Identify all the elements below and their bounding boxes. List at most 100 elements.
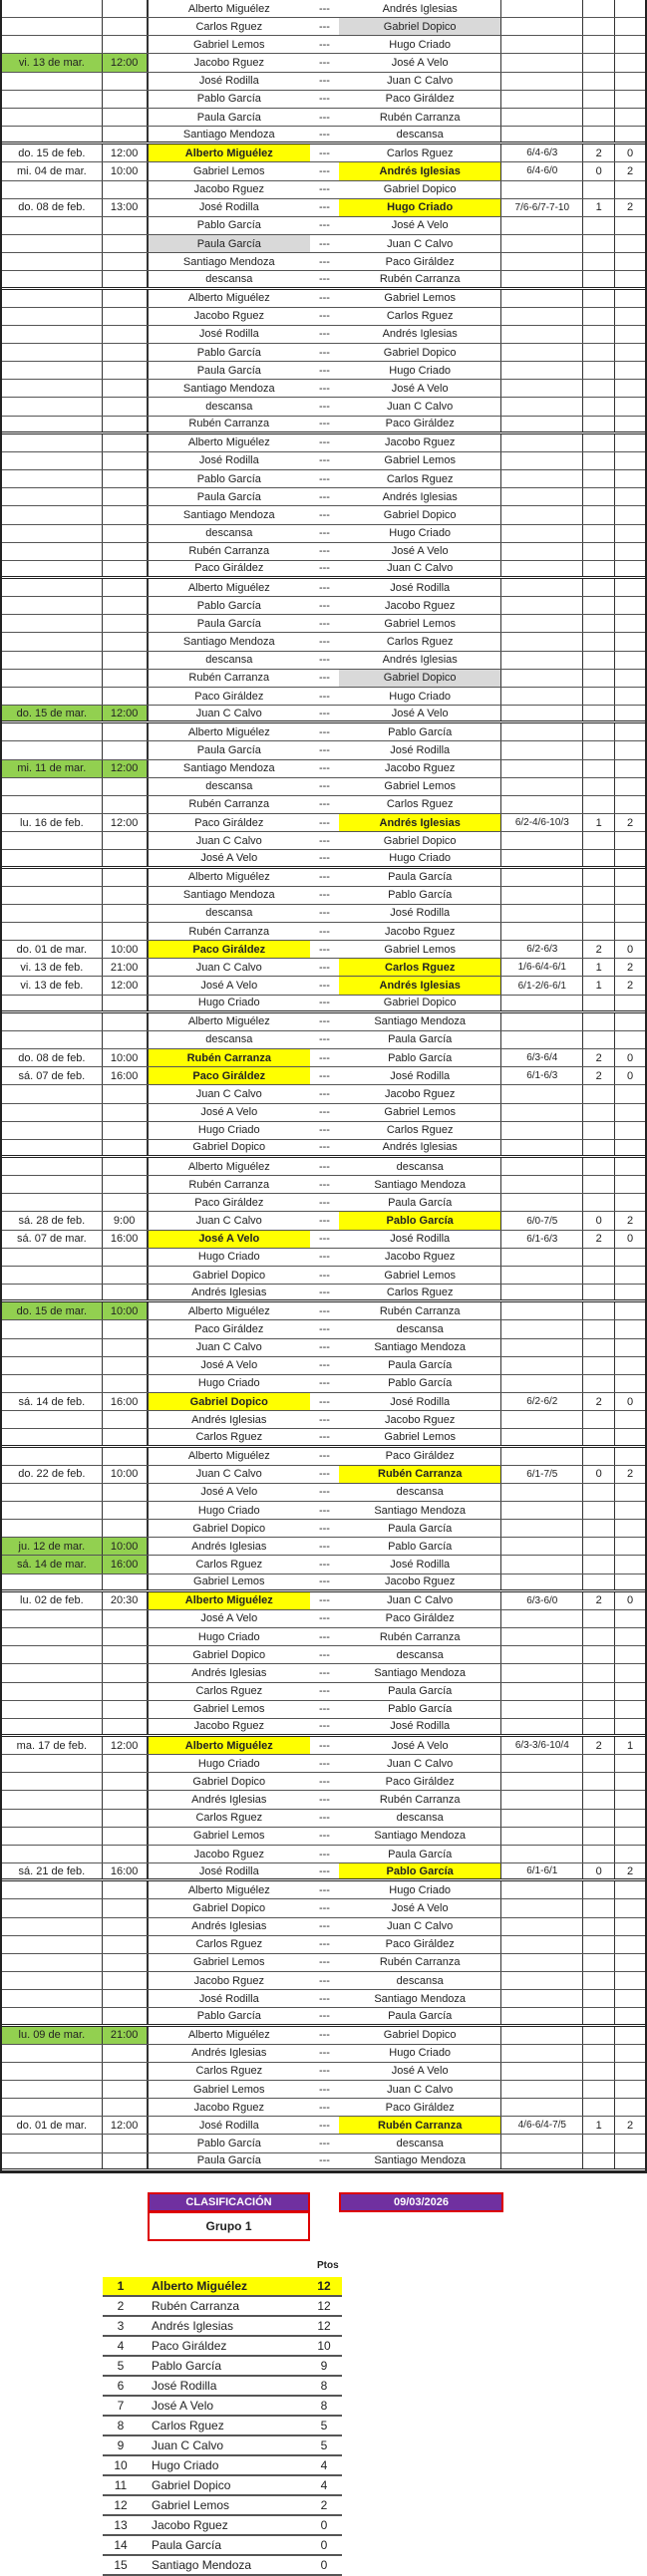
home-sets xyxy=(583,2062,616,2080)
away-player: Rubén Carranza xyxy=(339,108,502,127)
match-row: Alberto Miguélez---Paco Giráldez xyxy=(2,1447,645,1466)
match-date xyxy=(2,886,103,904)
match-score xyxy=(501,1085,584,1103)
home-player: Gabriel Lemos xyxy=(193,1830,265,1843)
match-row: Paco Giráldez---Paula García xyxy=(2,1194,645,1213)
match-time xyxy=(103,2008,149,2024)
match-date: do. 15 de mar. xyxy=(2,706,103,721)
home-sets xyxy=(583,1320,616,1338)
match-row: Carlos Rguez---Gabriel Dopico xyxy=(2,18,645,37)
home-sets xyxy=(583,343,616,362)
home-player: Rubén Carranza xyxy=(148,1049,311,1067)
home-sets xyxy=(583,1012,616,1030)
away-sets: 0 xyxy=(626,1594,634,1607)
match-date xyxy=(2,1139,103,1155)
match-time xyxy=(103,0,149,18)
match-row: Gabriel Dopico---Andrés Iglesias xyxy=(2,1139,645,1158)
home-player: Jacobo Rguez xyxy=(193,310,264,323)
match-date xyxy=(2,1356,103,1374)
away-player: Paco Giráldez xyxy=(339,90,502,108)
match-row: descansa---Andrés Iglesias xyxy=(2,651,645,670)
match-row: Gabriel Lemos---Pablo García xyxy=(2,1700,645,1719)
match-date xyxy=(2,433,103,451)
away-sets: 2 xyxy=(626,1468,634,1481)
match-score xyxy=(501,362,584,380)
points: 5 xyxy=(320,2419,328,2433)
away-player: José Rodilla xyxy=(339,1718,502,1734)
away-sets xyxy=(615,1085,645,1102)
home-sets xyxy=(583,1302,616,1320)
match-date: do. 08 de feb. xyxy=(2,1049,103,1067)
away-sets xyxy=(615,633,645,650)
away-player: Carlos Rguez xyxy=(339,1121,502,1139)
match-date xyxy=(2,1881,103,1899)
match-time xyxy=(103,687,149,706)
versus-separator: --- xyxy=(318,780,330,793)
match-date xyxy=(2,18,103,36)
away-sets xyxy=(615,615,645,632)
match-score xyxy=(501,1682,584,1700)
away-player: Gabriel Lemos xyxy=(339,615,502,633)
match-date xyxy=(2,1030,103,1049)
away-player: Santiago Mendoza xyxy=(339,1012,502,1030)
match-date xyxy=(2,1338,103,1356)
match-score xyxy=(501,2135,584,2152)
away-sets xyxy=(615,850,645,865)
match-row: Hugo Criado---Gabriel Dopico xyxy=(2,995,645,1013)
match-row: Juan C Calvo---Jacobo Rguez xyxy=(2,1085,645,1104)
match-time xyxy=(103,108,149,127)
versus-separator: --- xyxy=(318,617,330,630)
home-player: Alberto Miguélez xyxy=(187,292,270,305)
away-player: descansa xyxy=(339,1646,502,1664)
home-sets xyxy=(583,398,616,416)
away-sets: 0 xyxy=(626,1069,634,1082)
match-score xyxy=(501,235,584,253)
versus-separator: --- xyxy=(318,1341,330,1354)
match-row: Jacobo Rguez---Paco Giráldez xyxy=(2,2099,645,2118)
away-sets xyxy=(615,1918,645,1935)
home-sets xyxy=(583,108,616,127)
versus-separator: --- xyxy=(318,654,330,667)
match-score xyxy=(501,1176,584,1194)
versus-separator: --- xyxy=(318,545,330,558)
match-score xyxy=(501,850,584,866)
versus-separator: --- xyxy=(318,292,330,305)
versus-separator: --- xyxy=(318,364,330,377)
match-row: Paco Giráldez---Hugo Criado xyxy=(2,687,645,707)
home-player: Gabriel Lemos xyxy=(193,38,265,51)
match-date xyxy=(2,1266,103,1285)
away-sets: 0 xyxy=(626,146,634,159)
match-score xyxy=(501,1030,584,1049)
match-score xyxy=(501,597,584,615)
home-sets xyxy=(583,1990,616,2008)
away-player: Gabriel Dopico xyxy=(339,2026,502,2044)
home-player: Rubén Carranza xyxy=(188,798,270,811)
match-score xyxy=(501,1574,584,1589)
away-player: Hugo Criado xyxy=(339,850,502,866)
match-date xyxy=(2,777,103,795)
match-time xyxy=(103,1755,149,1773)
away-player: Gabriel Lemos xyxy=(339,451,502,470)
home-sets: 0 xyxy=(583,162,616,180)
home-sets xyxy=(583,886,616,904)
match-date xyxy=(2,1682,103,1700)
match-date xyxy=(2,1520,103,1538)
match-time: 16:00 xyxy=(103,1067,149,1085)
match-date xyxy=(2,127,103,143)
versus-separator: --- xyxy=(318,255,330,268)
match-time xyxy=(103,1574,149,1589)
away-player: Gabriel Dopico xyxy=(339,832,502,850)
match-date xyxy=(2,72,103,90)
away-player: Rubén Carranza xyxy=(338,1465,502,1483)
versus-separator: --- xyxy=(318,57,330,70)
home-sets: 0 xyxy=(583,1212,616,1230)
home-sets xyxy=(583,506,616,524)
away-player: José Rodilla xyxy=(339,1393,502,1411)
match-row: descansa---Hugo Criado xyxy=(2,524,645,543)
away-sets xyxy=(615,923,645,940)
away-sets xyxy=(615,1339,645,1356)
